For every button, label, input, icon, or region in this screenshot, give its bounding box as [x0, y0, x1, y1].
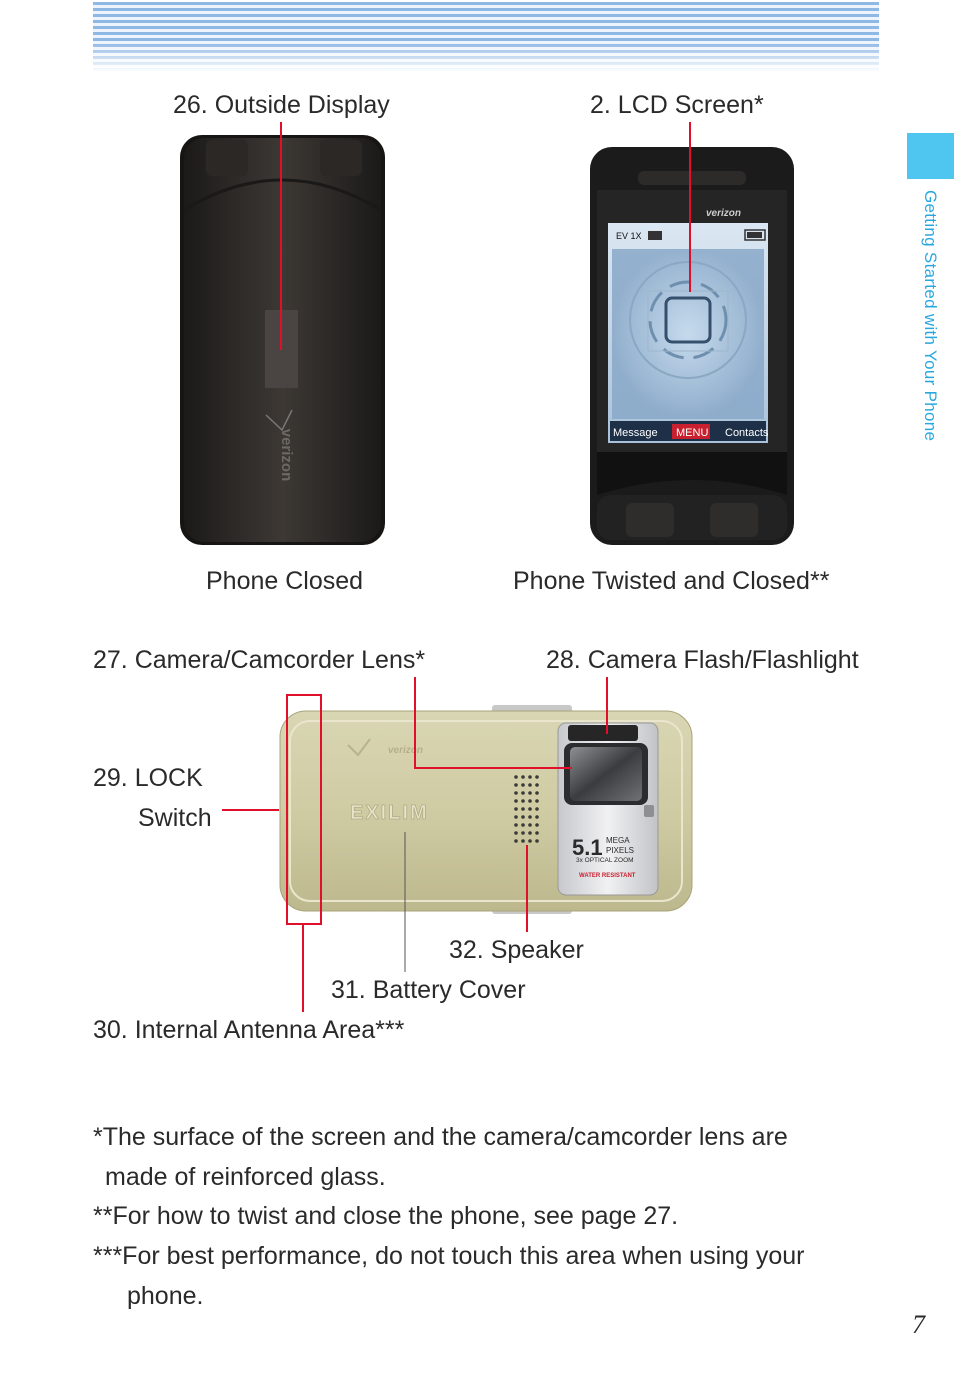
note-twist: **For how to twist and close the phone, … — [93, 1196, 893, 1236]
back-brand: verizon — [388, 745, 423, 756]
callout-camera-lens — [414, 677, 572, 769]
note-antenna-line1: ***For best performance, do not touch th… — [93, 1242, 805, 1270]
zoom-text: 3x OPTICAL ZOOM — [576, 857, 634, 864]
label-lcd-screen: 2. LCD Screen* — [590, 91, 764, 119]
note-glass-line2: made of reinforced glass. — [105, 1163, 386, 1191]
signal-indicator: EV 1X — [616, 231, 642, 241]
softkey-contacts[interactable]: Contacts — [725, 427, 769, 439]
mega-text: MEGA — [606, 836, 630, 845]
camera-flash — [568, 725, 638, 741]
softkey-message[interactable]: Message — [613, 427, 658, 439]
note-glass: *The surface of the screen and the camer… — [93, 1117, 893, 1197]
twisted-brand: verizon — [706, 208, 741, 219]
water-resistant-text: WATER RESISTANT — [579, 873, 636, 879]
note-twist-line1: **For how to twist and close the phone, … — [93, 1202, 679, 1230]
label-battery-cover: 31. Battery Cover — [331, 976, 526, 1004]
phone-twisted-image: verizon EV 1X Message MENU Contacts — [590, 147, 794, 545]
caption-phone-twisted: Phone Twisted and Closed** — [513, 567, 830, 595]
note-antenna-line2: phone. — [127, 1282, 204, 1310]
note-antenna: ***For best performance, do not touch th… — [93, 1236, 893, 1316]
label-camera-flash: 28. Camera Flash/Flashlight — [546, 646, 859, 674]
label-antenna: 30. Internal Antenna Area*** — [93, 1016, 405, 1044]
page-number: 7 — [912, 1310, 925, 1339]
note-glass-line1: *The surface of the screen and the camer… — [93, 1123, 788, 1151]
section-tab — [907, 133, 954, 179]
label-lock-switch: Switch — [138, 804, 212, 832]
antenna-area-outline — [286, 694, 322, 925]
phone-closed-image: verizon — [180, 135, 385, 545]
section-title: Getting Started with Your Phone — [921, 190, 940, 442]
label-lock: 29. LOCK — [93, 764, 203, 792]
exilim-logo: EXILIM — [350, 802, 429, 824]
megapixel-value: 5.1 — [572, 835, 603, 860]
caption-phone-closed: Phone Closed — [206, 567, 364, 595]
label-camera-lens: 27. Camera/Camcorder Lens* — [93, 646, 426, 674]
pixels-text: PIXELS — [606, 846, 634, 855]
label-speaker: 32. Speaker — [449, 936, 584, 964]
phone-back-image: verizon EXILIM 5.1 MEGA PIXELS 3x OPTICA… — [279, 705, 693, 914]
label-outside-display: 26. Outside Display — [173, 91, 390, 119]
camera-lens — [570, 747, 642, 801]
speaker-grille — [514, 775, 539, 843]
phone-closed-brand: verizon — [278, 429, 295, 482]
softkey-menu[interactable]: MENU — [676, 427, 708, 439]
header-stripes — [93, 2, 879, 72]
